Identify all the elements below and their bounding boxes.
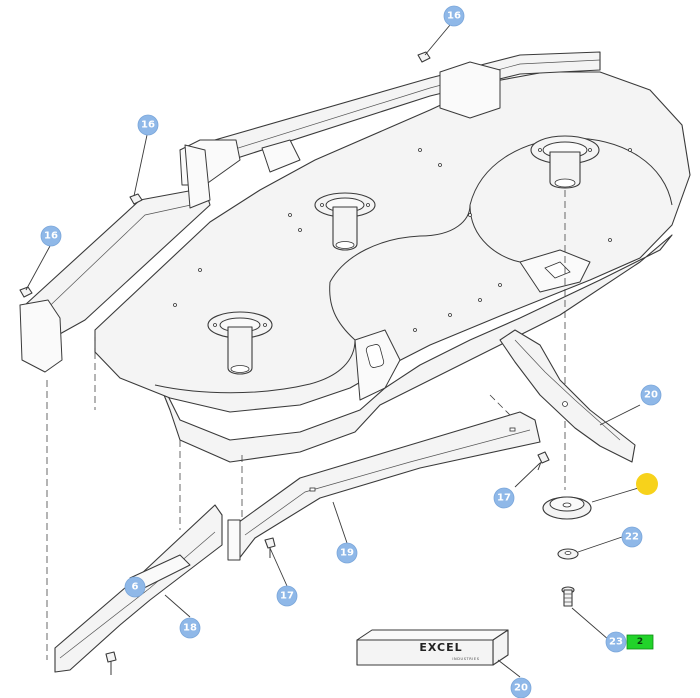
callout-20-label[interactable]: 20 <box>510 677 532 698</box>
rail-gusset <box>261 139 301 173</box>
nut-16-mid <box>129 193 143 205</box>
callout-18[interactable]: 18 <box>179 617 201 639</box>
svg-text:16: 16 <box>447 11 461 22</box>
callout-17-left[interactable]: 17 <box>276 585 298 607</box>
washer <box>557 548 579 560</box>
middle-chamber-edge <box>329 204 471 283</box>
svg-text:22: 22 <box>625 532 639 543</box>
bolt-17-right <box>537 451 550 471</box>
baffle-slot-right <box>544 261 571 279</box>
assembly-lines <box>46 190 566 660</box>
callout-16-mid[interactable]: 16 <box>137 114 159 136</box>
callout-6[interactable]: 6 <box>124 576 146 598</box>
spindle-left <box>207 311 273 375</box>
mower-deck-housing <box>19 51 691 463</box>
svg-text:23: 23 <box>609 637 623 648</box>
bolt-17-bottom <box>105 651 117 675</box>
deck-skirt <box>149 234 673 463</box>
mower-blade <box>499 329 636 463</box>
baffle-bar-19 <box>227 411 541 561</box>
svg-text:18: 18 <box>183 623 197 634</box>
callout-16-top[interactable]: 16 <box>443 5 465 27</box>
left-rail-rear-bracket <box>184 144 211 209</box>
middle-chamber-lower <box>329 281 356 341</box>
callout-19[interactable]: 19 <box>336 542 358 564</box>
left-rail-end-bracket <box>19 299 63 373</box>
rear-rail-mount <box>439 61 501 119</box>
svg-text:20: 20 <box>644 390 658 401</box>
excel-decal: EXCEL INDUSTRIES <box>356 629 509 666</box>
spindle-right <box>530 135 600 189</box>
callout-17-right[interactable]: 17 <box>493 487 515 509</box>
nut-16-top <box>417 51 431 63</box>
callout-16-left[interactable]: 16 <box>40 225 62 247</box>
left-chamber-edge <box>154 339 356 394</box>
blade-bolt <box>561 586 575 607</box>
deck-holes <box>173 148 632 332</box>
svg-text:6: 6 <box>132 582 139 593</box>
selected-part-highlight[interactable] <box>636 473 658 495</box>
svg-text:16: 16 <box>44 231 58 242</box>
svg-text:17: 17 <box>497 493 511 504</box>
callout-23[interactable]: 23 <box>605 631 627 653</box>
svg-text:16: 16 <box>141 120 155 131</box>
decal-sub-text: INDUSTRIES <box>452 657 479 661</box>
blade-spacer <box>542 496 592 520</box>
decal-brand-text: EXCEL <box>419 641 462 654</box>
svg-text:2: 2 <box>637 637 643 647</box>
callout-20-blade[interactable]: 20 <box>640 384 662 406</box>
svg-text:19: 19 <box>340 548 354 559</box>
nut-16-left <box>19 286 33 298</box>
quantity-badge: 2 <box>626 634 654 650</box>
left-rail-line <box>34 202 201 321</box>
spindle-middle <box>314 192 376 251</box>
leader-lines <box>25 24 646 678</box>
baffle-slot <box>365 344 385 368</box>
svg-text:20: 20 <box>514 683 528 694</box>
callout-22[interactable]: 22 <box>621 526 643 548</box>
svg-text:17: 17 <box>280 591 294 602</box>
